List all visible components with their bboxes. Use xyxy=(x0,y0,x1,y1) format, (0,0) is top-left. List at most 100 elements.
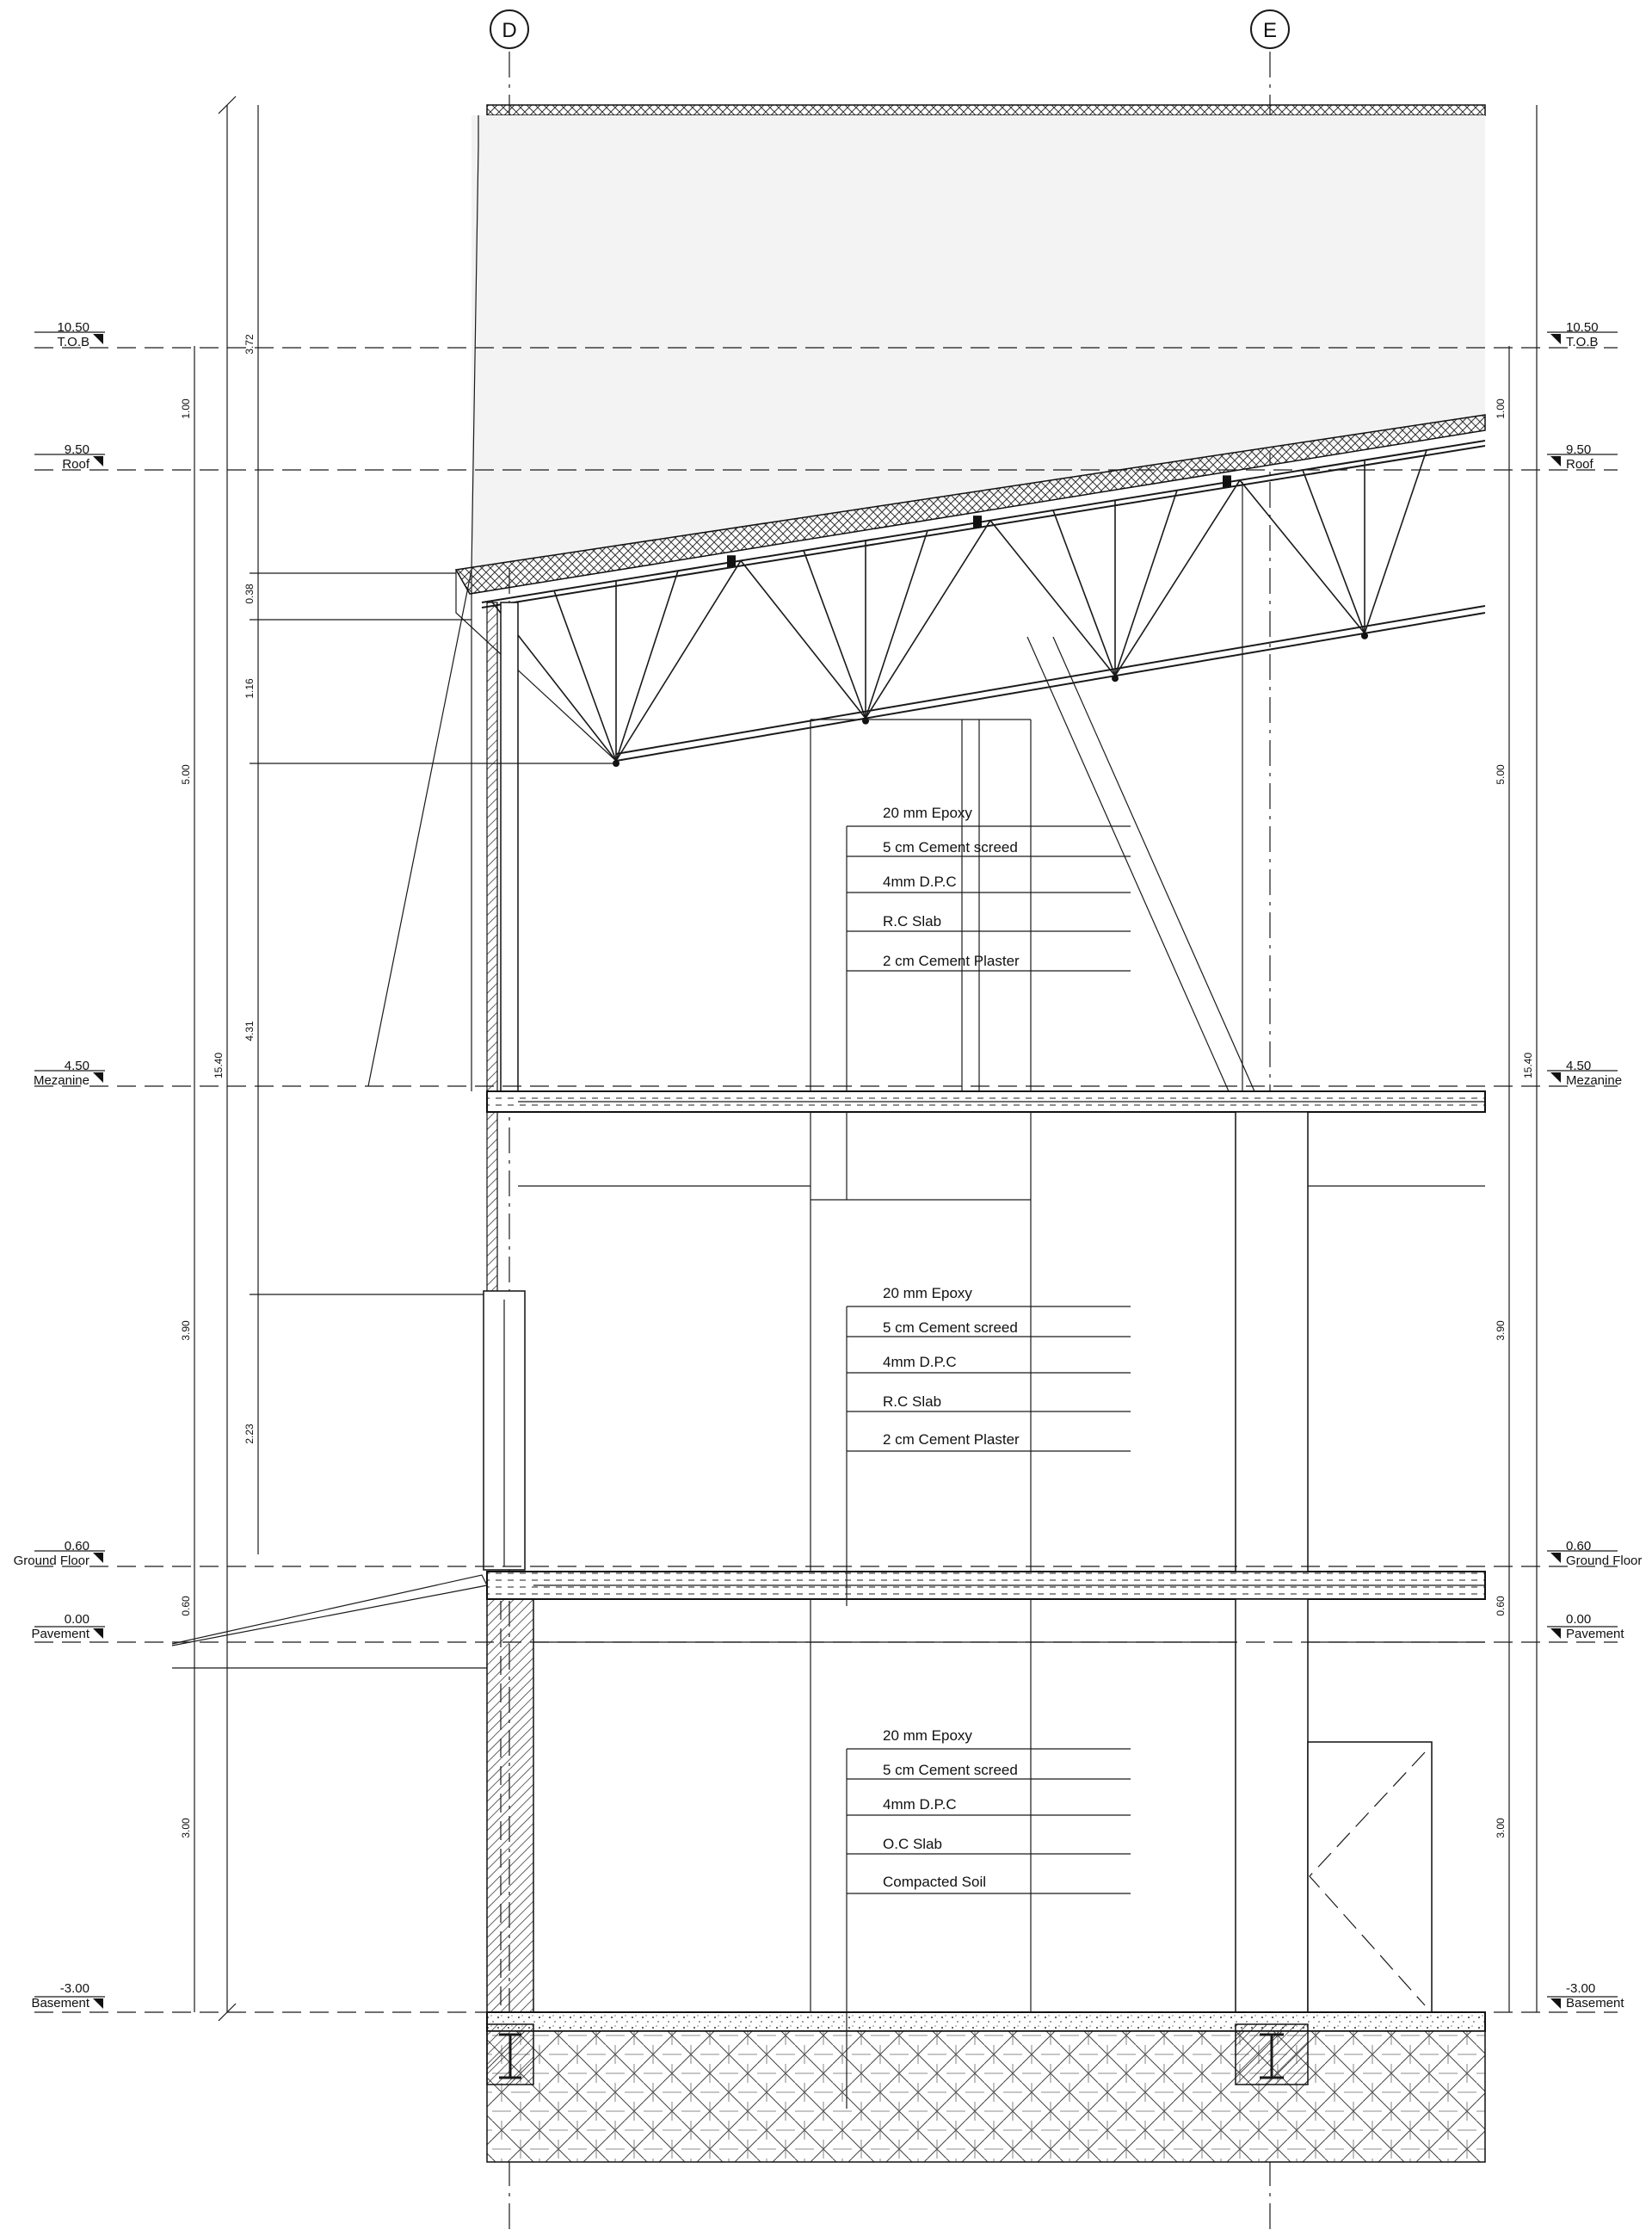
basement-slab xyxy=(486,2011,1486,2032)
truss-member xyxy=(615,570,679,762)
pavement-ramp xyxy=(171,1574,488,1669)
level-name: T.O.B xyxy=(57,335,89,349)
level-name: Ground Floor xyxy=(1566,1553,1642,1568)
level-marker: 9.50 Roof xyxy=(62,442,90,472)
level-triangle-icon xyxy=(1550,1628,1561,1639)
level-elev: 9.50 xyxy=(65,442,89,457)
note-layer: 20 mm Epoxy xyxy=(883,1727,972,1744)
level-triangle-icon xyxy=(93,1553,103,1563)
level-name: Pavement xyxy=(31,1627,89,1641)
truss-member xyxy=(1052,510,1116,676)
level-marker: 0.00 Pavement xyxy=(31,1612,89,1641)
level-triangle-icon xyxy=(1550,1998,1561,2009)
levels-left: 10.50 T.O.B 9.50 Roof 4.50 Mezanine 0.60… xyxy=(14,320,90,2011)
level-marker: 10.50 T.O.B xyxy=(57,320,89,349)
purlin-connector xyxy=(727,555,736,568)
level-triangle-icon xyxy=(1550,334,1561,344)
note-layer: R.C Slab xyxy=(883,913,941,930)
dim-left-mid: 5.00 xyxy=(180,764,192,785)
exterior-column xyxy=(500,602,519,1094)
level-triangle-icon xyxy=(93,456,103,466)
dim-right-mid: 0.60 xyxy=(1495,1596,1507,1616)
note-layer: 20 mm Epoxy xyxy=(883,1285,972,1301)
grid-label-d: D xyxy=(502,19,516,42)
grid-bubble-d xyxy=(490,9,529,49)
level-elev: 0.00 xyxy=(1566,1612,1591,1627)
truss-member xyxy=(553,590,617,762)
floor-notes-basement: 20 mm Epoxy 5 cm Cement screed 4mm D.P.C… xyxy=(846,1727,1131,2109)
level-marker: 10.50 T.O.B xyxy=(1566,320,1599,349)
level-triangle-icon xyxy=(1550,1553,1561,1563)
note-layer: 2 cm Cement Plaster xyxy=(883,1431,1020,1448)
level-triangle-icon xyxy=(93,1628,103,1639)
truss-member xyxy=(803,550,866,719)
truss-member xyxy=(1239,479,1365,634)
basement-door xyxy=(1307,1741,1433,2013)
truss-member xyxy=(1364,449,1427,634)
truss-member xyxy=(865,520,991,720)
note-layer: Compacted Soil xyxy=(883,1874,986,1890)
foundation-soil xyxy=(486,2030,1486,2163)
level-elev: 0.60 xyxy=(65,1539,89,1553)
note-layer: 4mm D.P.C xyxy=(883,874,957,890)
level-elev: 10.50 xyxy=(1566,320,1599,335)
level-triangle-icon xyxy=(93,1998,103,2009)
dim-left-mid: 0.60 xyxy=(180,1596,192,1616)
basement-wall xyxy=(486,1598,534,2013)
level-elev: 4.50 xyxy=(1566,1059,1591,1073)
interior-structure xyxy=(518,482,1485,2013)
level-name: Mezanine xyxy=(34,1073,89,1088)
level-marker: 9.50 Roof xyxy=(1566,442,1594,472)
level-triangle-icon xyxy=(93,1072,103,1083)
dim-right-outer-total: 15.40 xyxy=(1522,1053,1534,1078)
note-layer: 4mm D.P.C xyxy=(883,1796,957,1813)
top-parapet xyxy=(486,104,1486,116)
level-name: Ground Floor xyxy=(14,1553,89,1568)
dimension-strings: 15.40 1.00 5.00 3.90 0.60 3.00 3.72 0.38… xyxy=(180,96,1538,2022)
floor-notes-ground: 20 mm Epoxy 5 cm Cement screed 4mm D.P.C… xyxy=(846,1285,1131,1606)
dim-left-inner: 2.23 xyxy=(243,1424,256,1444)
truss-member xyxy=(1114,490,1178,676)
level-name: Roof xyxy=(62,457,90,472)
level-elev: -3.00 xyxy=(60,1981,89,1996)
level-symbols xyxy=(34,331,1618,2009)
level-elev: -3.00 xyxy=(1566,1981,1595,1996)
level-marker: 0.60 Ground Floor xyxy=(14,1539,89,1568)
level-elev: 10.50 xyxy=(57,320,89,335)
floor-notes-mezanine: 20 mm Epoxy 5 cm Cement screed 4mm D.P.C… xyxy=(846,805,1131,1091)
roof-deck xyxy=(454,414,1486,595)
level-triangle-icon xyxy=(1550,456,1561,466)
level-lines xyxy=(34,347,1618,2013)
purlin-connector xyxy=(973,516,982,528)
dim-left-outer-total: 15.40 xyxy=(213,1053,225,1078)
level-triangle-icon xyxy=(93,334,103,344)
note-layer: 5 cm Cement screed xyxy=(883,1762,1018,1778)
level-triangle-icon xyxy=(1550,1072,1561,1083)
note-layer: 2 cm Cement Plaster xyxy=(883,953,1020,969)
steel-beam-e xyxy=(1260,2033,1284,2079)
truss-member xyxy=(989,520,1116,676)
truss-node xyxy=(862,717,869,725)
grid-label-e: E xyxy=(1263,19,1277,42)
level-name: Roof xyxy=(1566,457,1594,472)
note-layer: O.C Slab xyxy=(883,1836,942,1852)
steel-beam-d xyxy=(499,2033,521,2079)
level-marker: 4.50 Mezanine xyxy=(34,1059,89,1088)
level-marker: -3.00 Basement xyxy=(1566,1981,1624,2011)
note-layer: 20 mm Epoxy xyxy=(883,805,972,821)
grid-bubble-e xyxy=(1250,9,1290,49)
dim-right-mid: 1.00 xyxy=(1495,398,1507,419)
truss-member xyxy=(740,559,866,720)
level-name: Mezanine xyxy=(1566,1073,1622,1088)
level-marker: 0.60 Ground Floor xyxy=(1566,1539,1642,1568)
dim-right-mid: 5.00 xyxy=(1495,764,1507,785)
level-elev: 0.60 xyxy=(1566,1539,1591,1553)
level-name: Basement xyxy=(1566,1996,1624,2011)
level-elev: 4.50 xyxy=(65,1059,89,1073)
dim-left-inner: 1.16 xyxy=(243,678,256,699)
note-layer: 4mm D.P.C xyxy=(883,1354,957,1370)
dim-right-mid: 3.90 xyxy=(1495,1320,1507,1341)
purlin-connector xyxy=(1223,475,1231,488)
level-name: Basement xyxy=(31,1996,89,2011)
